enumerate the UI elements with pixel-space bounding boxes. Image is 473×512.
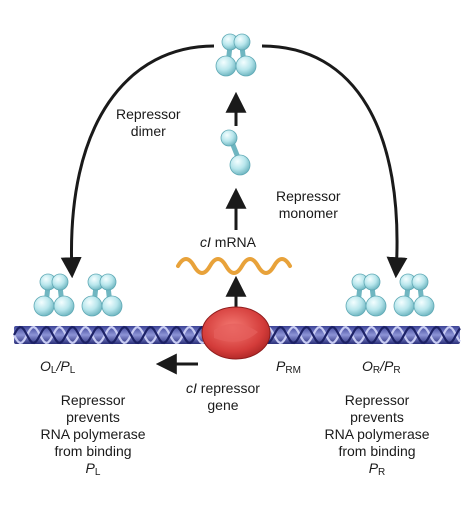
right-caption-p-sub: R [378,467,386,478]
right-caption-line4: from binding [338,443,416,459]
prm-p: P [276,358,286,374]
left-operator-slash: / [56,358,61,374]
right-operator-o-sub: R [372,365,381,376]
left-curved-arrow [60,44,215,279]
ci-mrna-label-text: mRNA [210,234,257,250]
repressor-dimer-label: Repressor dimer [116,106,181,140]
ci-repressor-gene-line2: gene [207,397,239,413]
left-caption-p-sub: L [94,467,101,478]
ci-repressor-gene-label: cI repressor gene [186,380,260,414]
left-bound-repressor-dimer-1 [34,274,74,316]
prm-label: PRM [276,358,301,379]
left-caption-line1: Repressor [60,392,126,408]
left-caption-line4: from binding [54,443,132,459]
left-operator-p-sub: L [69,365,76,376]
right-operator-p: P [384,358,394,374]
right-bound-repressor-dimer-1 [346,274,386,316]
left-caption-line2: prevents [66,409,120,425]
right-curved-arrow [261,44,408,279]
right-operator-slash: / [380,358,385,374]
repressor-monomer-label-line2: monomer [278,205,338,221]
left-caption: Repressor prevents RNA polymerase from b… [28,392,158,481]
right-caption-line2: prevents [350,409,404,425]
left-operator-o: O [40,358,51,374]
repressor-dimer-label-line1: Repressor [116,106,181,122]
rna-polymerase [201,306,271,360]
prm-sub: RM [285,365,301,376]
repressor-monomer-label-line1: Repressor [276,188,341,204]
repressor-dimer-label-line2: dimer [130,123,166,139]
left-operator-o-sub: L [50,365,57,376]
left-operator-label: OL/PL [40,358,75,379]
left-operator-p: P [60,358,70,374]
right-bound-repressor-dimer-2 [394,274,434,316]
right-operator-label: OR/PR [362,358,401,379]
repressor-monomer [220,129,251,176]
ci-mrna-label-gene: cI [200,234,211,250]
repressor-monomer-label: Repressor monomer [276,188,341,222]
right-caption-p: P [368,460,379,476]
left-caption-p: P [85,460,95,476]
right-caption-line3: RNA polymerase [324,426,430,442]
right-caption-line1: Repressor [344,392,410,408]
ci-repressor-gene-ci: cI [186,380,197,396]
right-operator-o: O [362,358,373,374]
right-operator-p-sub: R [393,365,401,376]
ci-mrna-strand [176,257,292,275]
left-caption-line3: RNA polymerase [40,426,146,442]
ci-mrna-label: cI mRNA [200,234,256,251]
left-bound-repressor-dimer-2 [82,274,122,316]
right-caption: Repressor prevents RNA polymerase from b… [312,392,442,481]
ci-repressor-gene-line1: repressor [196,380,260,396]
top-repressor-dimer [216,34,256,76]
